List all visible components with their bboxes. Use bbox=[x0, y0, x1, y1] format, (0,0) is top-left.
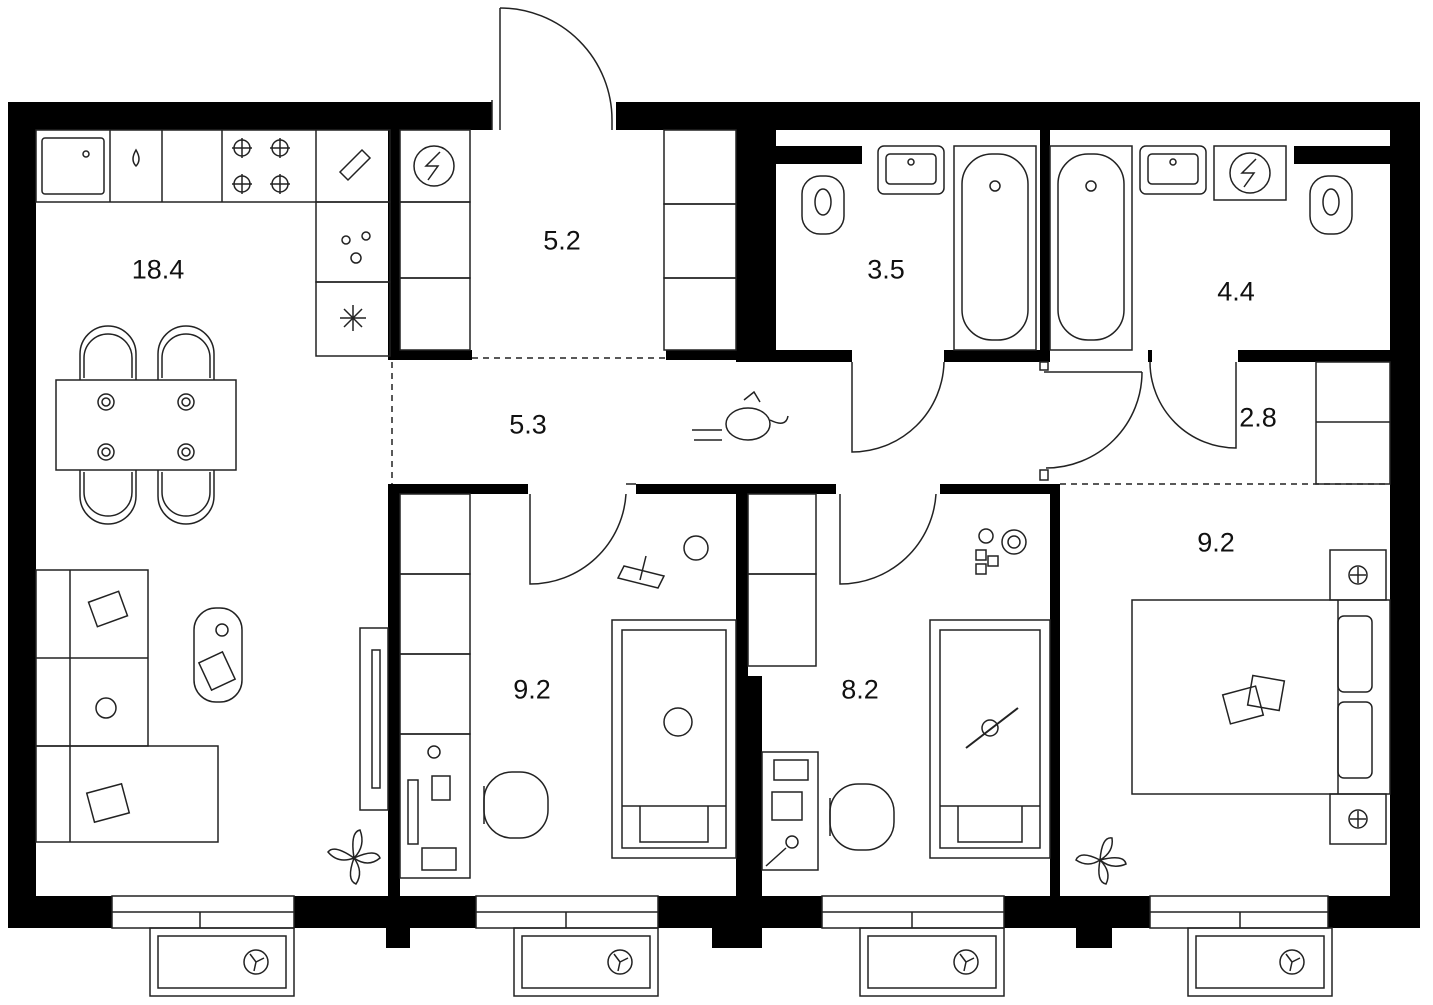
room-area-bedroom-2: 8.2 bbox=[841, 674, 879, 705]
storage-shelves bbox=[1315, 361, 1391, 485]
plant-icon bbox=[327, 829, 381, 885]
corridor-dog bbox=[692, 390, 789, 441]
room-area-bedroom-3: 9.2 bbox=[1197, 527, 1235, 558]
room-area-hall-entry: 5.2 bbox=[543, 225, 581, 256]
room-area-corridor: 5.3 bbox=[509, 409, 547, 440]
kitchen-furniture bbox=[35, 129, 391, 885]
bedroom-2-furniture bbox=[747, 493, 1051, 871]
bathroom-2-fixtures bbox=[1049, 145, 1353, 351]
bedroom-3-furniture bbox=[1075, 549, 1391, 885]
entry-furniture bbox=[399, 129, 737, 351]
walls bbox=[8, 102, 1420, 948]
bedroom-1-furniture bbox=[399, 493, 737, 879]
room-area-bathroom-1: 3.5 bbox=[867, 254, 905, 285]
room-area-bedroom-1: 9.2 bbox=[513, 674, 551, 705]
ac-units bbox=[149, 927, 1333, 997]
room-area-kitchen-living: 18.4 bbox=[131, 254, 185, 285]
bathroom-1-fixtures bbox=[801, 145, 1037, 351]
plant-icon bbox=[1075, 837, 1127, 885]
windows bbox=[111, 895, 1329, 929]
snowflake-icon bbox=[340, 305, 366, 331]
stove-icon bbox=[232, 138, 290, 194]
room-area-bathroom-2: 4.4 bbox=[1217, 276, 1255, 307]
room-area-storage: 2.8 bbox=[1239, 402, 1277, 433]
